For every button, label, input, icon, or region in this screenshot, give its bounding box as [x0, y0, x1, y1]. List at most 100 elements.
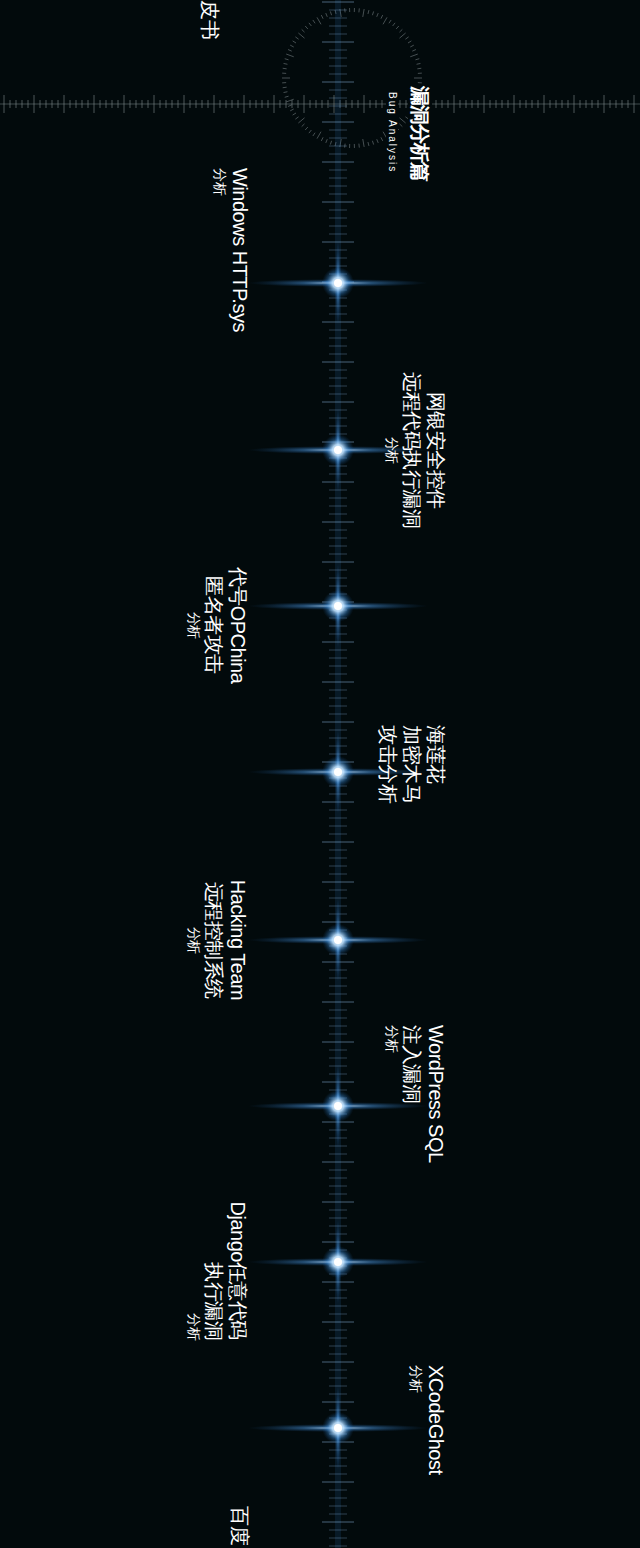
dial-tick [410, 54, 418, 57]
axis-tick [329, 1378, 347, 1379]
axis-tick [329, 698, 347, 699]
ruler-tick [304, 95, 305, 113]
dial-tick [410, 45, 414, 47]
axis-glow [335, 0, 341, 1548]
section-subtitle: Bug Analysis [386, 92, 398, 212]
dial-tick [284, 63, 288, 65]
axis-tick [329, 1154, 347, 1155]
dial-tick [414, 78, 422, 79]
axis-tick [329, 874, 347, 875]
axis-tick [329, 1026, 347, 1027]
label-group: 海莲花 加密木马 攻击分析 [376, 725, 448, 825]
axis-tick [329, 1210, 347, 1211]
axis-tick [322, 162, 354, 163]
ruler-tick [70, 100, 71, 108]
dial-tick [305, 26, 308, 29]
dial-tick [295, 37, 298, 39]
axis-tick [329, 394, 347, 395]
timeline-label: Django任意代码 执行漏洞 [202, 1170, 250, 1340]
axis-tick [329, 154, 347, 155]
axis-tick [329, 10, 347, 11]
dial-tick [321, 137, 323, 141]
ruler-tick [190, 100, 191, 108]
dial-tick [288, 105, 292, 107]
dial-tick [286, 99, 294, 102]
axis-tick [322, 1002, 354, 1003]
axis-tick [329, 986, 347, 987]
label-group: 百度 [228, 1506, 252, 1548]
ruler-tick [178, 100, 179, 108]
axis-tick [322, 1322, 354, 1323]
dial-tick [302, 124, 305, 127]
axis-tick [329, 66, 347, 67]
axis-tick [329, 1218, 347, 1219]
axis-tick [329, 1010, 347, 1011]
timeline-label: Windows HTTP.sys [228, 168, 252, 388]
ruler-tick [286, 100, 287, 108]
ruler-tick [484, 95, 485, 113]
dial-tick [330, 11, 331, 15]
axis-tick [322, 1042, 354, 1043]
axis-tick [329, 1338, 347, 1339]
ruler-tick [574, 95, 575, 113]
dial-tick [293, 113, 296, 115]
axis-tick [329, 994, 347, 995]
dial-tick [399, 33, 405, 38]
axis-tick [322, 1362, 354, 1363]
timeline-label: 分析 [185, 860, 202, 1020]
ruler-tick [316, 100, 317, 108]
ruler-tick [130, 100, 131, 108]
ruler-tick [376, 100, 377, 108]
dial-tick [393, 23, 395, 26]
axis-tick [322, 82, 354, 83]
dial-tick [283, 87, 287, 89]
dial-tick [358, 8, 359, 12]
axis-tick [329, 690, 347, 691]
ruler-tick [622, 100, 623, 108]
ruler-tick [310, 100, 311, 108]
ruler-tick [598, 100, 599, 108]
glow-flare [335, 1064, 341, 1148]
ruler-tick [28, 100, 29, 108]
axis-tick [329, 210, 347, 211]
axis-tick [329, 1498, 347, 1499]
axis-tick [329, 18, 347, 19]
label-group: XCodeGhost分析 [407, 1365, 448, 1525]
axis-tick [329, 818, 347, 819]
glow-flare [248, 279, 428, 287]
ruler-tick [40, 100, 41, 108]
ruler-tick [586, 100, 587, 108]
axis-tick [329, 330, 347, 331]
dial-tick [290, 109, 294, 111]
glow-core [322, 924, 354, 956]
ruler-tick [184, 95, 185, 113]
axis-tick [329, 370, 347, 371]
axis-tick [329, 706, 347, 707]
axis-tick [322, 522, 354, 523]
timeline-label: 代号OPChina 匿名者攻击 [202, 545, 250, 705]
dial-tick [389, 20, 391, 23]
dial-tick [377, 13, 378, 17]
label-group: Hacking Team 远程控制系统分析 [185, 860, 250, 1020]
dial-tick [326, 13, 327, 17]
dial-tick [363, 139, 364, 147]
axis-tick [329, 346, 347, 347]
ruler-tick [616, 100, 617, 108]
ruler-tick [124, 95, 125, 113]
ruler-tick [562, 100, 563, 108]
ruler-tick [220, 100, 221, 108]
dial-tick [282, 78, 290, 79]
dial-tick [381, 15, 383, 19]
dial-tick [367, 142, 369, 146]
ruler-tick [88, 100, 89, 108]
timeline-label: 网银安全控件 远程代码执行漏洞 [400, 350, 448, 550]
axis-tick [329, 850, 347, 851]
label-group: Windows HTTP.sys分析 [211, 168, 252, 388]
glow-flare [335, 898, 341, 982]
ruler-tick [478, 100, 479, 108]
dial-tick [396, 26, 399, 29]
axis-tick [329, 538, 347, 539]
axis-tick [329, 26, 347, 27]
axis-tick [329, 378, 347, 379]
dial-tick [418, 82, 422, 83]
